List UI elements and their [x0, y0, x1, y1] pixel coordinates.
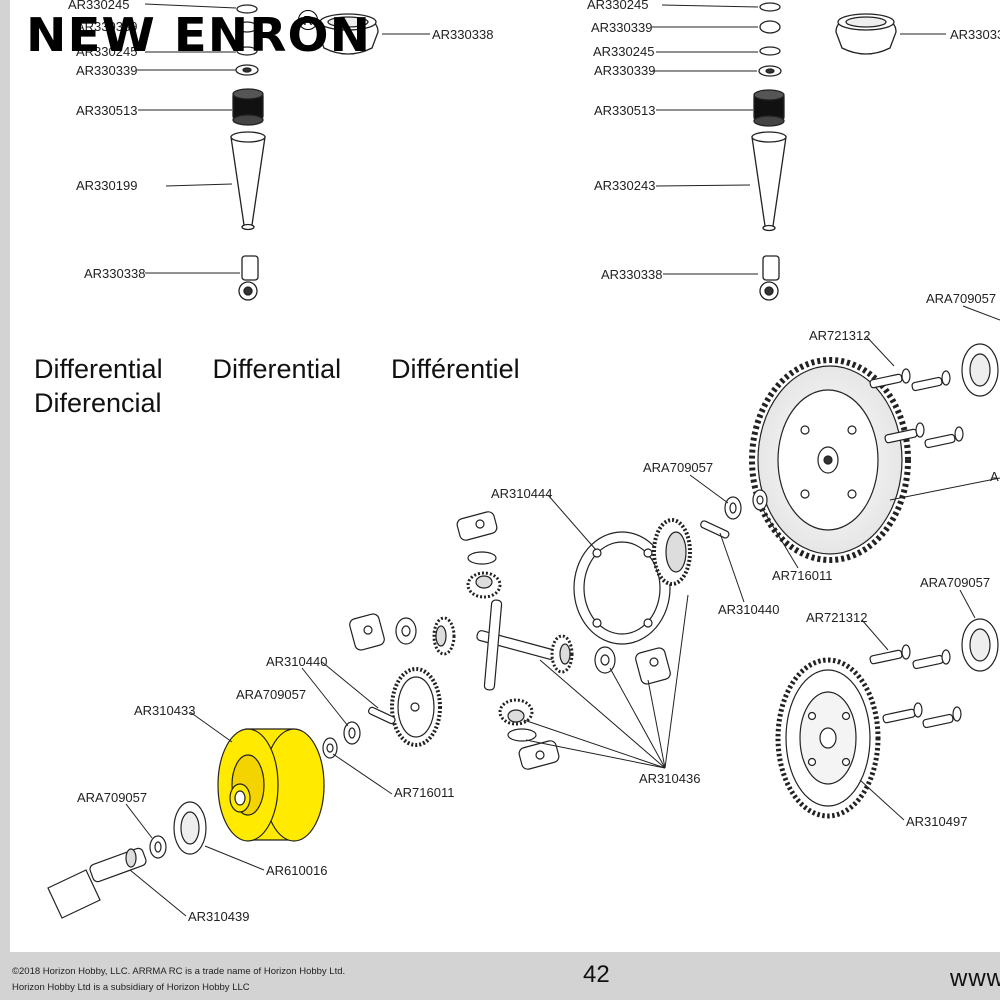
- part-label: AR330339: [594, 63, 655, 78]
- part-label: AR310497: [906, 814, 967, 829]
- pin-set-upper: [869, 368, 964, 449]
- washer-part: [236, 46, 258, 56]
- cross-pin-part: [476, 599, 556, 691]
- shock-cap-part: [753, 89, 785, 127]
- washer-part: [236, 4, 258, 14]
- heading-english: Differential: [34, 354, 163, 384]
- shock-mount-part: [835, 13, 897, 55]
- pin-part: [368, 706, 396, 725]
- part-label: A: [990, 469, 999, 484]
- bevel-gear-part: [652, 518, 692, 586]
- legal-line: ©2018 Horizon Hobby, LLC. ARRMA RC is a …: [12, 966, 346, 977]
- heading-german: Differential: [212, 354, 342, 384]
- shock-boot-part: [230, 132, 266, 226]
- washer-part: [759, 20, 781, 34]
- spacer-part: [456, 511, 498, 541]
- bearing-part: [173, 801, 207, 855]
- shock-assembly-left: [230, 4, 379, 301]
- part-label: AR330338: [601, 267, 662, 282]
- small-bevel-gear-part: [432, 616, 456, 656]
- part-label: AR330339: [76, 63, 137, 78]
- leader-lines-left: [137, 3, 430, 274]
- section-heading: Differential Differential Différentiel D…: [34, 352, 520, 420]
- shock-assembly-right: [751, 2, 897, 301]
- legal-line: Horizon Hobby Ltd is a subsidiary of Hor…: [12, 982, 250, 993]
- pin-set-lower: [869, 644, 962, 729]
- outdrive-part: [47, 847, 147, 919]
- part-label: AR310440: [266, 654, 327, 669]
- part-label: ARA709057: [920, 575, 990, 590]
- washer-part: [467, 551, 497, 565]
- labels-differential: ARA709057 AR721312 A ARA709057 AR310444 …: [77, 291, 999, 924]
- labels-top-left: AR330245 AR330339 AR330245 AR330339 AR33…: [68, 0, 493, 281]
- part-label: AR716011: [772, 568, 832, 583]
- gasket-part: [573, 531, 671, 645]
- spur-gear-part: [749, 357, 911, 563]
- exploded-parts-diagram: AR330245 AR330339 AR330245 AR330339 AR33…: [47, 0, 1000, 924]
- leader-lines-differential: [125, 305, 1000, 917]
- part-label: AR330339: [76, 19, 137, 34]
- washer-part: [507, 728, 537, 742]
- part-label: AR310439: [188, 909, 249, 924]
- part-label: AR330199: [76, 178, 137, 193]
- part-label: AR330338: [84, 266, 145, 281]
- bearing-part: [961, 343, 999, 397]
- washer-part: [759, 2, 781, 12]
- spacer-part: [635, 647, 671, 685]
- labels-top-right: AR330245 AR330339 AR330245 AR330339 AR33…: [587, 0, 1000, 282]
- part-label: AR330245: [76, 44, 137, 59]
- small-bevel-gear-part: [498, 698, 534, 726]
- leader-lines-right: [652, 4, 946, 275]
- part-label: AR310440: [718, 602, 779, 617]
- ring-gear-part: [775, 657, 881, 819]
- registered-trademark-icon: R: [298, 10, 318, 30]
- shock-cap-part: [232, 88, 264, 126]
- differential-exploded-view: [47, 343, 999, 919]
- part-label: AR310444: [491, 486, 552, 501]
- part-label: AR330339: [591, 20, 652, 35]
- shock-end-part: [238, 255, 259, 301]
- part-label: ARA709057: [236, 687, 306, 702]
- heading-french: Différentiel: [391, 354, 520, 384]
- part-label: AR330513: [594, 103, 655, 118]
- shock-boot-part: [751, 132, 787, 227]
- page-number: 42: [583, 961, 610, 988]
- part-label: AR721312: [806, 610, 867, 625]
- bearing-part: [961, 618, 999, 672]
- part-label: AR330338: [432, 27, 493, 42]
- part-label: ARA709057: [643, 460, 713, 475]
- heading-spanish: Diferencial: [34, 388, 162, 418]
- part-label: AR610016: [266, 863, 327, 878]
- brand-logo: NEW ENRON: [26, 8, 372, 62]
- washer-part: [236, 21, 258, 33]
- part-label: AR716011: [394, 785, 454, 800]
- part-label: ARA709057: [926, 291, 996, 306]
- part-label: AR330243: [594, 178, 655, 193]
- part-label: AR330245: [587, 0, 648, 12]
- part-label: AR310433: [134, 703, 195, 718]
- website-link[interactable]: www: [950, 965, 1000, 992]
- small-bevel-gear-part: [466, 571, 502, 599]
- washer-part: [759, 46, 781, 56]
- diff-housing-highlighted: [217, 728, 325, 842]
- diff-case-gear-part: [390, 667, 442, 747]
- part-label: AR330513: [76, 103, 137, 118]
- legal-notice: ©2018 Horizon Hobby, LLC. ARRMA RC is a …: [12, 964, 345, 996]
- part-label: AR330245: [68, 0, 129, 12]
- part-label: AR33033: [950, 27, 1000, 42]
- pin-part: [700, 520, 730, 539]
- page-footer: ©2018 Horizon Hobby, LLC. ARRMA RC is a …: [0, 952, 1000, 1000]
- shock-mount-part: [317, 13, 379, 55]
- small-bevel-gear-part: [550, 634, 574, 674]
- part-label: AR310436: [639, 771, 700, 786]
- spacer-part: [518, 740, 560, 770]
- part-label: AR721312: [809, 328, 870, 343]
- part-label: ARA709057: [77, 790, 147, 805]
- shock-end-part: [759, 255, 780, 301]
- manual-page: AR330245 AR330339 AR330245 AR330339 AR33…: [10, 0, 1000, 952]
- spacer-part: [349, 613, 385, 651]
- part-label: AR330245: [593, 44, 654, 59]
